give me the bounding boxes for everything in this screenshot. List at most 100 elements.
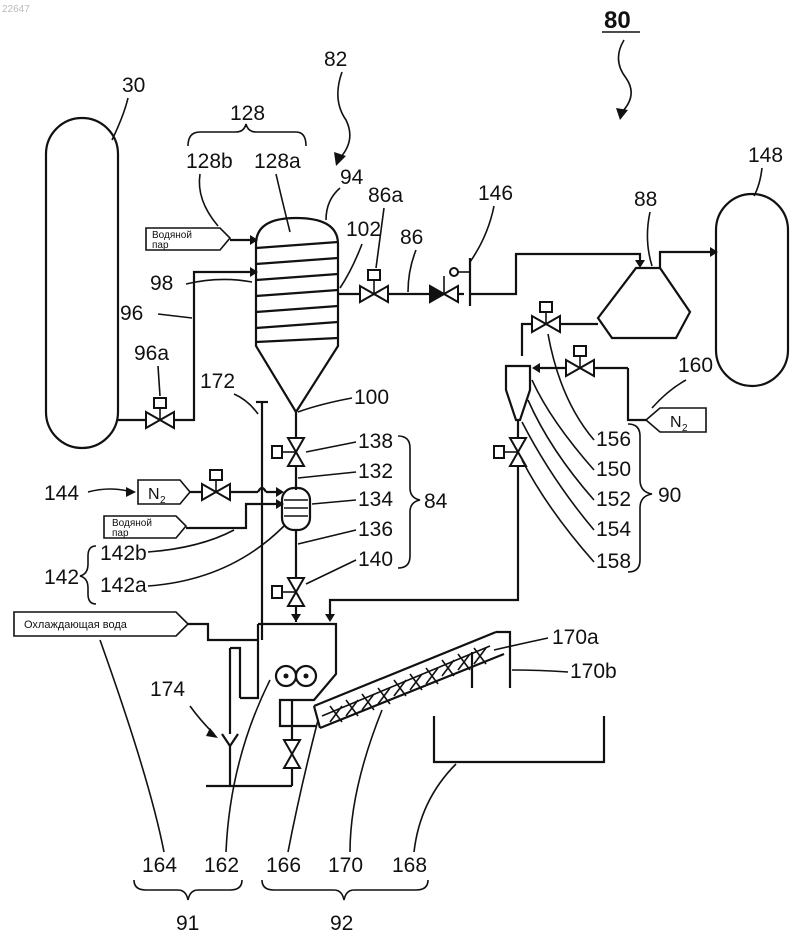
leader-142b <box>148 530 234 552</box>
valve-156[interactable] <box>532 302 560 332</box>
brace-142 <box>80 546 96 604</box>
leader-146 <box>470 206 494 262</box>
steam-tag-top-line2: пар <box>152 240 169 251</box>
pipe-to-88 <box>470 254 640 294</box>
leader-148 <box>754 168 762 196</box>
valve-86a[interactable] <box>360 270 388 302</box>
arrow-to-hopper <box>325 614 335 622</box>
pipe-steam-mid <box>186 504 282 528</box>
valve-138[interactable] <box>272 438 304 466</box>
label-96: 96 <box>120 302 143 325</box>
leader-96 <box>158 314 192 318</box>
leader-170b <box>512 670 568 672</box>
leader-136 <box>298 530 356 544</box>
label-154: 154 <box>596 518 631 541</box>
label-128: 128 <box>230 102 265 125</box>
steam-tag-top: Водяной пар <box>146 228 230 251</box>
steam-tag-mid-line2: пар <box>112 528 129 539</box>
dryer-coils <box>256 242 338 342</box>
label-92: 92 <box>330 912 353 935</box>
leader-134 <box>312 500 356 504</box>
watermark-text: 22647 <box>2 4 30 15</box>
arrow-n2-to-150 <box>532 363 540 373</box>
valve-152[interactable] <box>494 438 526 466</box>
valve-146[interactable] <box>430 268 470 302</box>
label-96a: 96a <box>134 342 169 365</box>
brace-90 <box>628 424 652 572</box>
valve-158[interactable] <box>566 346 594 376</box>
roller-right-axle <box>304 674 309 679</box>
conveyor-outlet <box>496 632 510 688</box>
label-142a: 142a <box>100 574 147 597</box>
leader-162 <box>226 680 270 852</box>
label-132: 132 <box>358 460 393 483</box>
label-138: 138 <box>358 430 393 453</box>
label-174: 174 <box>150 678 185 701</box>
pipe-drain-top <box>230 648 240 698</box>
label-150: 150 <box>596 458 631 481</box>
leader-154 <box>522 422 594 530</box>
leader-172 <box>234 394 258 414</box>
valve-96a[interactable] <box>146 398 174 428</box>
label-148: 148 <box>748 144 783 167</box>
leader-132 <box>298 472 356 478</box>
brace-84 <box>398 436 420 568</box>
cyclone-150 <box>506 366 530 420</box>
label-156: 156 <box>596 428 631 451</box>
label-91: 91 <box>176 912 199 935</box>
arrow-to-88 <box>635 260 645 268</box>
label-170a: 170a <box>552 626 599 649</box>
cooling-water-tag: Охлаждающая вода <box>14 612 188 636</box>
leader-96a <box>158 366 160 396</box>
arrow-174 <box>206 728 218 738</box>
label-140: 140 <box>358 548 393 571</box>
leader-138 <box>306 442 356 452</box>
label-144: 144 <box>44 482 79 505</box>
leader-140 <box>306 560 356 584</box>
arrow-82-head <box>334 152 346 166</box>
label-88: 88 <box>634 188 657 211</box>
label-128b: 128b <box>186 150 233 173</box>
n2-left-sub: 2 <box>160 495 166 506</box>
valve-144[interactable] <box>202 470 230 500</box>
n2-tag-right: N 2 <box>646 408 706 434</box>
leader-128b <box>199 174 218 226</box>
vessel-148 <box>716 194 788 386</box>
receiver-168 <box>434 716 604 762</box>
label-170b: 170b <box>570 660 617 683</box>
label-158: 158 <box>596 550 631 573</box>
arrow-80-head <box>616 108 628 120</box>
leader-160 <box>652 380 686 408</box>
leader-30 <box>112 98 128 140</box>
label-166: 166 <box>266 854 301 877</box>
label-160: 160 <box>678 354 713 377</box>
arrow-144 <box>126 487 136 497</box>
hopper-162-left <box>240 624 258 698</box>
valve-140[interactable] <box>272 578 304 606</box>
arrow-82-squiggle <box>338 72 350 158</box>
label-102: 102 <box>346 218 381 241</box>
leader-164 <box>100 640 164 852</box>
label-142b: 142b <box>100 542 147 565</box>
roller-left-axle <box>284 674 289 679</box>
pipe-cooling-water <box>188 624 258 640</box>
label-30: 30 <box>122 74 145 97</box>
leader-102 <box>340 244 362 288</box>
label-82: 82 <box>324 48 347 71</box>
leader-170 <box>350 710 382 852</box>
leader-156 <box>548 334 594 440</box>
label-86a: 86a <box>368 184 403 207</box>
label-152: 152 <box>596 488 631 511</box>
label-172: 172 <box>200 370 235 393</box>
n2-left-main: N <box>148 486 160 503</box>
leader-94 <box>326 188 340 220</box>
leader-142a <box>148 526 284 586</box>
screw-flights <box>330 648 486 722</box>
label-134: 134 <box>358 488 393 511</box>
steam-tag-mid: Водяной пар <box>104 516 186 539</box>
separator-88 <box>598 268 690 338</box>
leader-98 <box>186 279 252 284</box>
valve-drain[interactable] <box>284 740 300 768</box>
label-98: 98 <box>150 272 173 295</box>
